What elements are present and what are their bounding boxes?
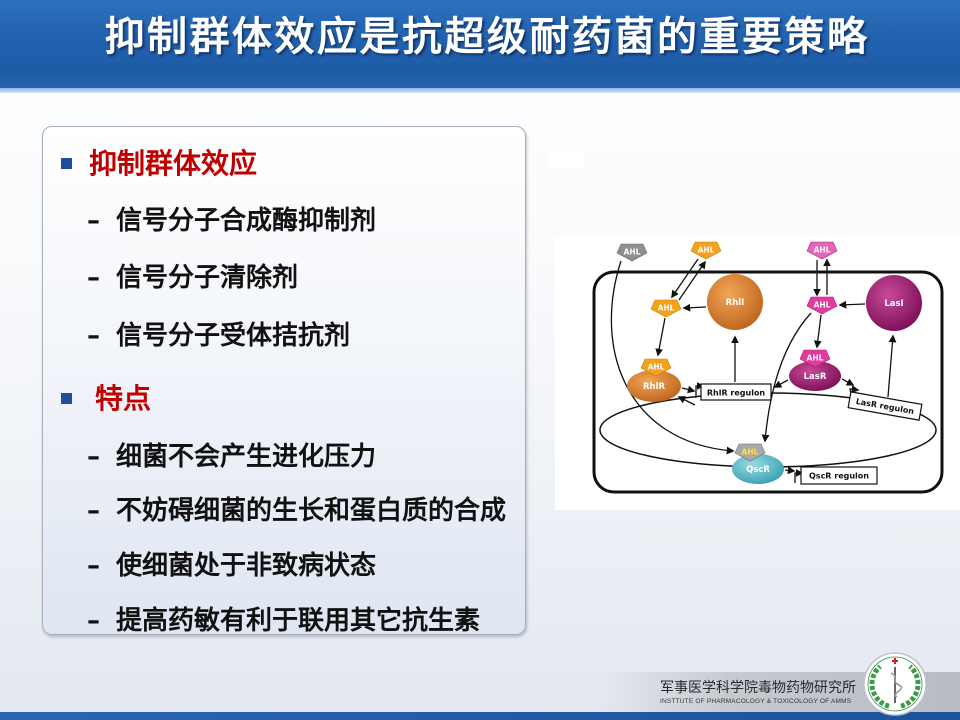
qscr-label: QscR (746, 465, 770, 475)
arrow-lasr-to-rhlr-regulon (773, 379, 789, 388)
slide-title: 抑制群体效应是抗超级耐药菌的重要策略 (104, 14, 870, 60)
institute-name-cn: 军事医学科学院毒物药物研究所 (660, 680, 856, 696)
ahl-molecule: AHL (640, 358, 672, 377)
list-item-text: 提高药敏有利于联用其它抗生素 (116, 606, 481, 636)
arrow-ahl-to-rhlr (655, 317, 666, 357)
list-item-text: 信号分子清除剂 (116, 263, 299, 293)
list-item: – 信号分子合成酶抑制剂 (43, 205, 523, 237)
arrow-rhli-to-ahl (682, 303, 707, 312)
arrow-loop-to-rhlr (677, 396, 696, 406)
qscr-receptor: QscR (732, 454, 784, 484)
ahl-label: AHL (648, 363, 665, 372)
dash-marker: – (87, 442, 100, 472)
list-item: – 提高药敏有利于联用其它抗生素 (43, 605, 523, 637)
list-item: – 信号分子受体拮抗剂 (43, 320, 523, 352)
rhli-synthase: RhlI (707, 274, 763, 330)
section-heading-row: 抑制群体效应 (43, 148, 523, 180)
rhlr-label: RhlR (643, 382, 666, 392)
lasi-label: LasI (884, 299, 903, 309)
content-panel: 抑制群体效应 – 信号分子合成酶抑制剂 – 信号分子清除剂 – 信号分子受体拮抗… (42, 126, 526, 637)
ahl-molecule: AHL (806, 241, 838, 260)
list-item: – 不妨碍细菌的生长和蛋白质的合成 (43, 495, 523, 527)
ahl-label: AHL (698, 246, 715, 255)
arrow-rhlr-to-promoter (681, 385, 696, 394)
qscr-regulon-box: QscR regulon (800, 466, 878, 485)
arrow-lasr-to-promoter (841, 378, 855, 386)
section-heading: 抑制群体效应 (89, 147, 258, 180)
arrow-qscr-to-promoter (784, 466, 796, 475)
list-item: – 使细菌处于非致病状态 (43, 550, 523, 582)
dash-marker: – (87, 206, 100, 236)
rhli-label: RhlI (726, 298, 745, 308)
ahl-label: AHL (807, 354, 824, 363)
dash-marker: – (87, 551, 100, 581)
ahl-molecule: AHL (806, 296, 838, 315)
square-bullet-icon (61, 158, 72, 169)
rhlr-receptor: RhlR (627, 370, 681, 402)
quorum-sensing-svg: RhlR regulon LasR regulon QscR regulon R… (592, 241, 944, 494)
list-item-text: 细菌不会产生进化压力 (116, 442, 377, 472)
arrow-ahl-to-lasr (813, 314, 822, 349)
arrow-lasi-to-ahl (838, 300, 866, 309)
bottom-band (0, 712, 960, 720)
lasr-label: LasR (804, 372, 827, 382)
ahl-label: AHL (814, 246, 831, 255)
section-heading-row: 特点 (43, 383, 523, 415)
list-item-text: 不妨碍细菌的生长和蛋白质的合成 (116, 496, 507, 526)
dash-marker: – (87, 321, 100, 351)
arrow-gray-ahl-to-qscr (610, 260, 735, 455)
rhlr-regulon-box: RhlR regulon (700, 383, 772, 401)
list-item: – 信号分子清除剂 (43, 262, 523, 294)
lasr-regulon-box: LasR regulon (847, 391, 923, 421)
ahl-label: AHL (624, 248, 641, 257)
lasr-receptor: LasR (789, 361, 841, 391)
arrow-las-ahl-to-qscr (761, 312, 812, 443)
ahl-molecule: AHL (616, 243, 648, 262)
list-item: – 细菌不会产生进化压力 (43, 441, 523, 473)
ahl-molecule: AHL (734, 443, 766, 462)
ahl-label: AHL (658, 304, 675, 313)
ahl-label: AHL (814, 301, 831, 310)
section-heading: 特点 (95, 382, 152, 415)
promoter-arrow-qsc (794, 469, 804, 483)
ahl-molecule: AHL (690, 241, 722, 260)
arrow-lasr-regulon-to-lasi (887, 334, 897, 398)
ahl-molecule: AHL (799, 349, 831, 368)
square-bullet-icon (61, 393, 72, 404)
arrow-rhl-ahl-influx (671, 258, 699, 299)
list-item-text: 信号分子受体拮抗剂 (116, 321, 351, 351)
qscr-regulon-label: QscR regulon (809, 472, 869, 481)
ahl-molecule: AHL (650, 299, 682, 318)
dash-marker: – (87, 606, 100, 636)
dash-marker: – (87, 496, 100, 526)
title-bar (0, 0, 960, 88)
institute-name-en: INSTTUTE OF PHARMACOLOGY & TOXICOLOGY OF… (660, 698, 852, 705)
arrow-rhl-ahl-efflux (678, 260, 706, 301)
institute-emblem-icon (862, 651, 928, 717)
cell-membrane (592, 270, 944, 494)
list-item-text: 信号分子合成酶抑制剂 (116, 206, 377, 236)
blank-label-box (549, 150, 583, 168)
lasi-synthase: LasI (866, 275, 922, 331)
quorum-sensing-diagram: RhlR regulon LasR regulon QscR regulon R… (555, 237, 960, 510)
list-item-text: 使细菌处于非致病状态 (116, 551, 377, 581)
rhlr-regulon-label: RhlR regulon (707, 389, 766, 398)
dash-marker: – (87, 263, 100, 293)
title-bar-rule (0, 88, 960, 93)
ahl-label: AHL (742, 448, 759, 457)
